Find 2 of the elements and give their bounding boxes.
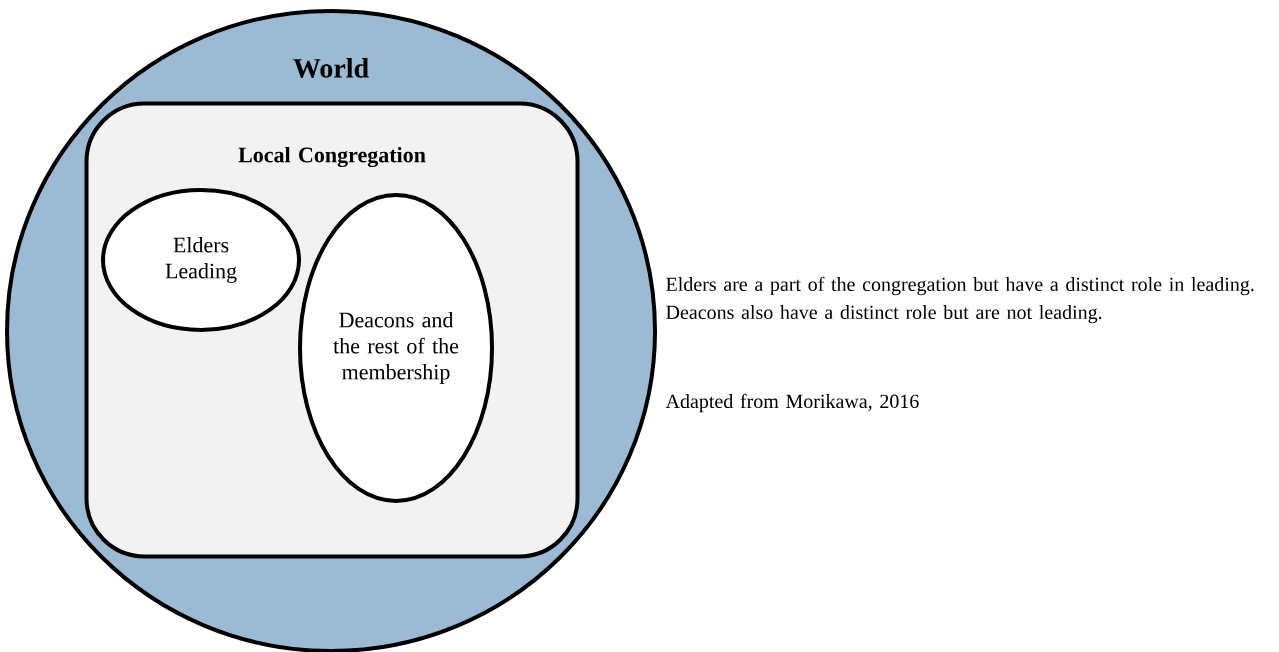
note-text: Elders are a part of the congregation but have a distinct role in leading. Deacons also have a distinct role but are not leading. — [666, 276, 1254, 324]
note-text: Adapted from Morikawa, 2016 — [665, 393, 919, 413]
